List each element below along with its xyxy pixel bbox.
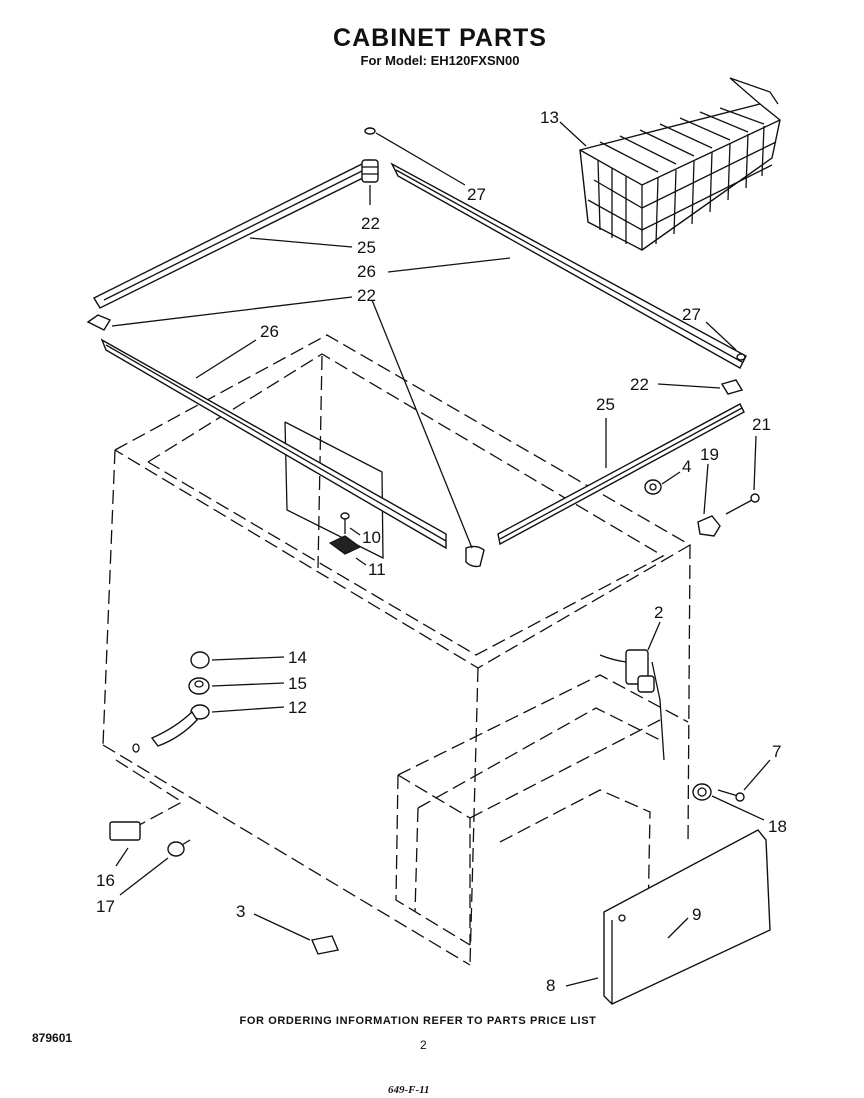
part-22-corner-right xyxy=(720,353,746,395)
part-10-screw xyxy=(340,512,350,534)
callout-17: 17 xyxy=(96,897,115,916)
part-22-corner-left xyxy=(86,314,112,331)
trim-strip-25-right xyxy=(497,403,745,546)
callout-26-front: 26 xyxy=(260,322,279,341)
callout-12: 12 xyxy=(288,698,307,717)
sheet-code: 649-F-11 xyxy=(388,1084,430,1096)
part-16-drain-plug xyxy=(109,821,141,841)
callout-25-top: 25 xyxy=(357,238,376,257)
callout-9: 9 xyxy=(692,905,701,924)
part-14-drain-cap xyxy=(190,651,210,669)
part-11-clip xyxy=(328,535,362,555)
wire-basket xyxy=(579,77,781,251)
callout-3: 3 xyxy=(236,902,245,921)
part-22-corner-top xyxy=(361,159,379,183)
trim-strip-26-front xyxy=(100,338,447,550)
callout-22-top: 22 xyxy=(361,214,380,233)
trim-strip-25-left xyxy=(93,159,376,309)
callout-7: 7 xyxy=(772,742,781,761)
callout-2: 2 xyxy=(654,603,663,622)
cabinet-outline xyxy=(102,334,692,966)
callout-18: 18 xyxy=(768,817,787,836)
part-12-drain-tube xyxy=(132,704,210,753)
callout-22-mid: 22 xyxy=(357,286,376,305)
callout-16: 16 xyxy=(96,871,115,890)
trim-strip-26-back xyxy=(390,162,747,369)
page-title: CABINET PARTS xyxy=(333,24,547,52)
part-7-screw xyxy=(717,789,745,802)
callout-11: 11 xyxy=(368,560,386,579)
part-19-hinge-block xyxy=(697,515,721,537)
part-15-drain-washer xyxy=(188,677,210,695)
callout-4: 4 xyxy=(682,457,691,476)
part-18-bushing xyxy=(692,783,712,801)
leader-lines xyxy=(111,121,771,987)
part-2-thermostat xyxy=(599,649,665,761)
inner-panel xyxy=(284,421,384,560)
part-17-screw xyxy=(167,839,191,857)
ordering-note: FOR ORDERING INFORMATION REFER TO PARTS … xyxy=(239,1015,597,1027)
callout-21: 21 xyxy=(752,415,771,434)
part-8-access-panel xyxy=(603,829,771,1005)
callout-14: 14 xyxy=(288,648,307,667)
part-27-rivet-top xyxy=(364,127,376,135)
callout-27-top: 27 xyxy=(467,185,486,204)
document-number: 879601 xyxy=(32,1031,73,1045)
callout-15: 15 xyxy=(288,674,307,693)
callout-25-right: 25 xyxy=(596,395,615,414)
callout-22-right: 22 xyxy=(630,375,649,394)
page-number: 2 xyxy=(420,1038,427,1052)
callout-10: 10 xyxy=(362,528,381,547)
part-22-corner-center xyxy=(465,545,485,568)
part-3-grill-clip xyxy=(311,935,339,955)
callout-27-right: 27 xyxy=(682,305,701,324)
model-subtitle: For Model: EH120FXSN00 xyxy=(360,53,520,68)
part-4-grommet xyxy=(644,479,662,495)
callout-8: 8 xyxy=(546,976,555,995)
callout-19: 19 xyxy=(700,445,719,464)
callout-13: 13 xyxy=(540,108,559,127)
part-21-screw xyxy=(725,493,760,515)
callout-26-top: 26 xyxy=(357,262,376,281)
callout-labels: 13 27 22 25 26 22 26 27 22 25 21 4 19 10… xyxy=(96,108,787,995)
